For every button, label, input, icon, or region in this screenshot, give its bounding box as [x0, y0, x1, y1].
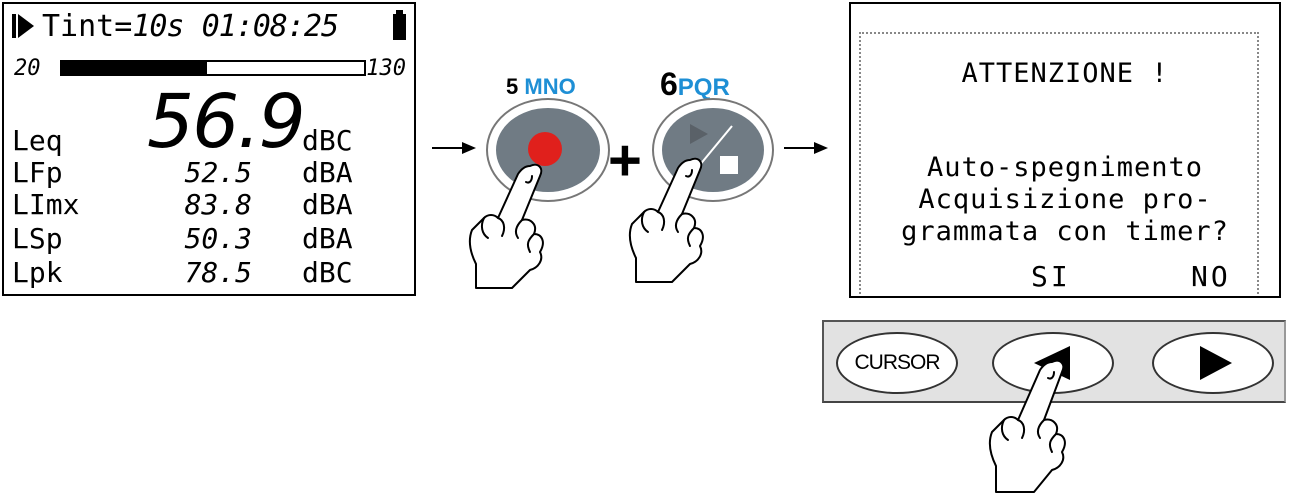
level-bar-fill — [62, 62, 207, 74]
lcd-measurement-screen: Tint=10s 01:08:25 20 130 56.9 Leq dBC LF… — [2, 2, 416, 296]
dialog-title: ATTENZIONE ! — [961, 58, 1169, 89]
pointing-hand-icon — [468, 163, 544, 289]
measure-value: 52.5 — [184, 156, 252, 189]
play-stop-key-6[interactable] — [652, 98, 774, 202]
measure-unit: dBC — [302, 256, 353, 289]
measure-value: 83.8 — [184, 188, 252, 221]
tint-value: 10s — [132, 9, 184, 44]
cursor-right-button[interactable] — [1152, 332, 1274, 394]
measure-unit: dBA — [302, 156, 353, 189]
bar-min-label: 20 — [14, 56, 41, 81]
measure-label: LImx — [12, 188, 80, 221]
key-6-label: 6PQR — [660, 66, 730, 102]
right-triangle-icon — [1200, 346, 1232, 380]
arrow-right-icon — [784, 142, 828, 154]
level-bar-row: 20 130 — [8, 56, 410, 82]
battery-icon — [393, 10, 406, 40]
play-stop-icon — [690, 124, 738, 174]
measure-unit: dBA — [302, 222, 353, 255]
key-5-label: 5 MNO — [506, 74, 576, 99]
bar-max-label: 130 — [366, 56, 406, 81]
dialog-line-1: Auto-spegnimento — [926, 152, 1204, 183]
clock-readout: 01:08:25 — [201, 9, 339, 44]
no-option[interactable]: NO — [1191, 260, 1231, 293]
dialog-frame — [859, 32, 1259, 294]
level-bar — [60, 60, 366, 76]
main-level-value: 56.9 — [147, 79, 306, 165]
record-dot-icon — [528, 132, 562, 166]
arrow-right-icon — [432, 142, 476, 154]
pointing-hand-icon — [988, 359, 1066, 493]
measure-label: LFp — [12, 156, 63, 189]
tint-label: Tint= — [42, 9, 133, 44]
pointing-hand-icon — [628, 157, 704, 283]
lcd-status-row: Tint=10s 01:08:25 — [12, 9, 339, 44]
main-level-unit: dBC — [302, 124, 353, 157]
record-key-5[interactable] — [486, 98, 610, 202]
measure-value: 78.5 — [184, 256, 252, 289]
plus-sign: + — [608, 128, 642, 193]
measure-label: Lpk — [12, 256, 63, 289]
dialog-line-3: grammata con timer? — [901, 216, 1229, 247]
measure-label: Leq — [12, 124, 63, 157]
play-run-icon — [12, 14, 34, 38]
measure-unit: dBA — [302, 188, 353, 221]
measure-label: LSp — [12, 222, 63, 255]
measure-value: 50.3 — [184, 222, 252, 255]
yes-option[interactable]: SI — [1031, 260, 1071, 293]
confirm-dialog-screen: ATTENZIONE ! Auto-spegnimento Acquisizio… — [849, 2, 1281, 298]
cursor-button[interactable]: CURSOR — [836, 332, 958, 394]
dialog-line-2: Acquisizione pro- — [918, 184, 1212, 215]
